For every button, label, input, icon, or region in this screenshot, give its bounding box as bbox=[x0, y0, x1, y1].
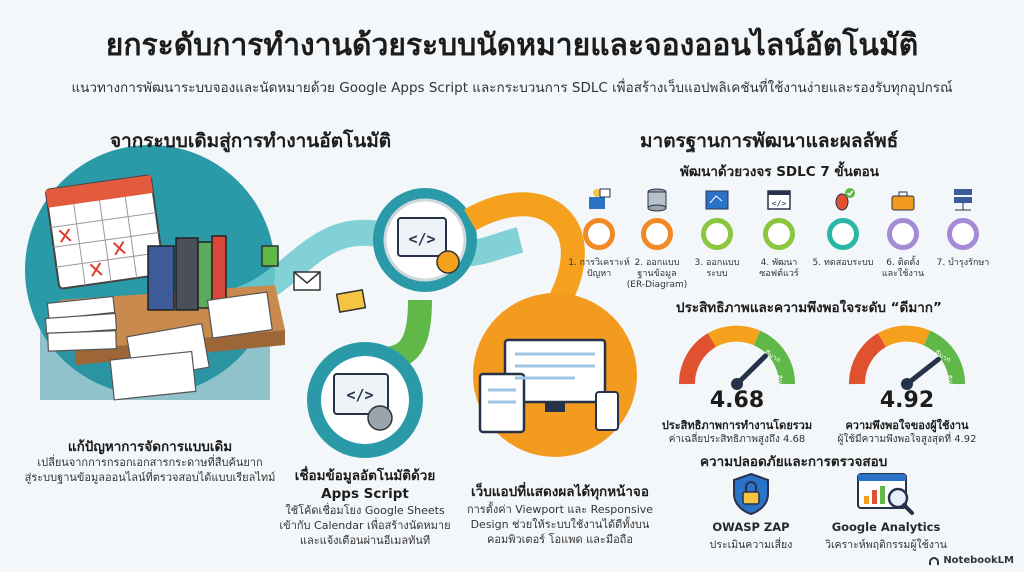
sdlc-step-label: 7. บำรุงรักษา bbox=[936, 258, 990, 268]
page-subtitle: แนวทางการพัฒนาระบบจองและนัดหมายด้วย Goog… bbox=[71, 80, 953, 96]
sdlc-step-ring bbox=[827, 218, 859, 250]
owasp-desc: ประเมินความเสี่ยง bbox=[709, 539, 793, 551]
gauge-satisfaction-value: 4.92 bbox=[879, 388, 935, 413]
sdlc-heading: พัฒนาด้วยวงจร SDLC 7 ขั้นตอน bbox=[680, 164, 879, 180]
workflow-illustration: </> </> bbox=[25, 145, 637, 458]
sdlc-step-label: 4. พัฒนาซอฟต์แวร์ bbox=[759, 258, 799, 279]
analytics-title: Google Analytics bbox=[831, 520, 941, 534]
svg-text:</>: </> bbox=[772, 199, 787, 208]
sdlc-step-ring bbox=[583, 218, 615, 250]
sdlc-step-label: 1. การวิเคราะห์ปัญหา bbox=[568, 258, 630, 279]
analysis-icon bbox=[568, 186, 630, 214]
toolbox-icon bbox=[872, 186, 934, 214]
responsive-desc: การตั้งค่า Viewport และ Responsive Desig… bbox=[466, 503, 654, 546]
satisfaction-heading: ประสิทธิภาพและความพึงพอใจระดับ “ดีมาก” bbox=[676, 300, 942, 316]
page-title: ยกระดับการทำงานด้วยระบบนัดหมายและจองออนไ… bbox=[105, 28, 919, 63]
sdlc-step: 7. บำรุงรักษา bbox=[932, 186, 994, 269]
sdlc-step-label: 5. ทดสอบระบบ bbox=[812, 258, 874, 268]
paper-stack-icon bbox=[44, 291, 273, 401]
left-heading: จากระบบเดิมสู่การทำงานอัตโนมัติ bbox=[110, 130, 392, 152]
legacy-desc: เปลี่ยนจากการกรอกเอกสารกระดาษที่สืบค้นยา… bbox=[24, 456, 276, 484]
analytics-desc: วิเคราะห์พฤติกรรมผู้ใช้งาน bbox=[825, 539, 947, 551]
binders-icon bbox=[147, 235, 227, 311]
database-icon bbox=[626, 186, 688, 214]
gauge-efficiency-value: 4.68 bbox=[709, 388, 765, 413]
code-icon: </> bbox=[748, 186, 810, 214]
analytics-icon bbox=[857, 473, 914, 515]
brand-label: NotebookLM bbox=[943, 555, 1014, 566]
gauge-satisfaction: ดีมาก ดีมาก bbox=[849, 325, 966, 390]
svg-text:</>: </> bbox=[408, 230, 435, 248]
sdlc-step-ring bbox=[641, 218, 673, 250]
sdlc-step-ring bbox=[887, 218, 919, 250]
sdlc-step: 6. ติดตั้งและใช้งาน bbox=[872, 186, 934, 280]
gauge-efficiency-needle bbox=[734, 353, 768, 387]
sdlc-step-label: 3. ออกแบบระบบ bbox=[694, 258, 740, 279]
gauge-efficiency-subcaption: ค่าเฉลี่ยประสิทธิภาพสูงถึง 4.68 bbox=[668, 434, 806, 445]
legacy-title: แก้ปัญหาการจัดการแบบเดิม bbox=[67, 439, 233, 455]
envelope-icon bbox=[261, 245, 367, 313]
gauge-satisfaction-subcaption: ผู้ใช้มีความพึงพอใจสูงสุดที่ 4.92 bbox=[837, 434, 977, 445]
responsive-title: เว็บแอปที่แสดงผลได้ทุกหน้าจอ bbox=[471, 484, 649, 500]
sdlc-step-label: 6. ติดตั้งและใช้งาน bbox=[881, 258, 925, 279]
sdlc-step-ring bbox=[701, 218, 733, 250]
gauge-efficiency: ดีมาก ดีมาก bbox=[679, 325, 796, 390]
svg-text:</>: </> bbox=[346, 386, 373, 404]
brand-badge: NotebookLM bbox=[929, 555, 1014, 566]
right-heading: มาตรฐานการพัฒนาและผลลัพธ์ bbox=[640, 130, 899, 152]
apps-script-title: เชื่อมข้อมูลอัตโนมัติด้วย Apps Script bbox=[294, 468, 436, 502]
sdlc-step: </> 4. พัฒนาซอฟต์แวร์ bbox=[748, 186, 810, 280]
gauge-satisfaction-needle bbox=[904, 356, 941, 387]
sdlc-step: 3. ออกแบบระบบ bbox=[686, 186, 748, 280]
bug-icon bbox=[812, 186, 874, 214]
server-icon bbox=[932, 186, 994, 214]
gauge-satisfaction-caption: ความพึงพอใจของผู้ใช้งาน bbox=[845, 419, 969, 432]
owasp-title: OWASP ZAP bbox=[712, 520, 790, 534]
apps-script-desc: ใช้โค้ดเชื่อมโยง Google Sheets เข้ากับ C… bbox=[279, 504, 451, 547]
sdlc-step: 2. ออกแบบฐานข้อมูล(ER-Diagram) bbox=[626, 186, 688, 290]
sdlc-step: 5. ทดสอบระบบ bbox=[812, 186, 874, 269]
calendar-icon bbox=[45, 174, 165, 290]
blueprint-icon bbox=[686, 186, 748, 214]
gauge-efficiency-caption: ประสิทธิภาพการทำงานโดยรวม bbox=[661, 419, 813, 432]
sdlc-step: 1. การวิเคราะห์ปัญหา bbox=[568, 186, 630, 280]
shield-lock-icon bbox=[733, 472, 769, 516]
notebooklm-logo-icon bbox=[929, 556, 940, 565]
sdlc-step-ring bbox=[763, 218, 795, 250]
security-heading: ความปลอดภัยและการตรวจสอบ bbox=[700, 454, 888, 470]
sdlc-step-ring bbox=[947, 218, 979, 250]
sdlc-step-label: 2. ออกแบบฐานข้อมูล(ER-Diagram) bbox=[626, 258, 688, 290]
